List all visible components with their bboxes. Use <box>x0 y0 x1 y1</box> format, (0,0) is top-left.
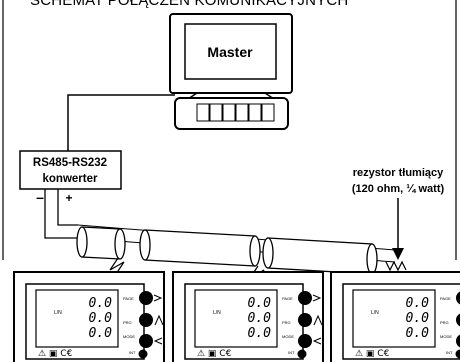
cable-shield-3 <box>262 237 378 275</box>
cable-shield-2 <box>139 229 261 267</box>
meter-reading: 0.0 <box>406 296 430 311</box>
key <box>196 103 210 122</box>
meter-display <box>194 289 278 348</box>
meter-button <box>139 313 153 327</box>
converter-label-2: konwerter <box>43 173 98 185</box>
converter-minus: – <box>36 189 44 205</box>
resistor-label-2: (120 ohm, ¼ watt) <box>352 183 445 195</box>
arrow-right-icon <box>312 294 322 302</box>
wire-plus <box>57 189 78 226</box>
converter-box: RS485-RS232 konwerter – + <box>19 150 122 205</box>
key <box>209 103 223 122</box>
arrow-up-icon <box>313 314 323 326</box>
key <box>222 103 236 122</box>
meter-mode-btn-label: MODE <box>282 334 294 339</box>
keyboard-keys <box>196 103 275 122</box>
meter-mode-label: L/N <box>371 310 379 316</box>
meter-button <box>298 334 312 348</box>
master-computer: Master <box>169 13 293 130</box>
resistor-symbol <box>385 260 407 272</box>
meter-reading: 0.0 <box>406 311 430 326</box>
arrow-left-icon <box>312 337 322 345</box>
meter-reading: 0.0 <box>248 296 272 311</box>
meter-reading: 0.0 <box>248 311 272 326</box>
meter-button <box>138 349 148 359</box>
key <box>248 103 262 122</box>
meter-prg-label: PRG <box>282 320 291 325</box>
arrow-right-icon <box>153 294 163 302</box>
master-label: Master <box>207 44 253 60</box>
meter-mode-btn-label: MODE <box>440 334 452 339</box>
meter-prg-label: PRG <box>123 320 132 325</box>
drop-meter-1 <box>109 257 125 275</box>
cable-shield-1 <box>76 226 126 260</box>
meter-button <box>298 313 312 327</box>
wire-minus <box>44 189 78 239</box>
meter-marks: ⚠ ▣ C€ <box>355 349 390 359</box>
meter-reading: 0.0 <box>248 326 272 341</box>
meter-int-label: INT <box>288 350 295 355</box>
monitor-screen <box>184 23 277 80</box>
meter-button <box>456 291 460 305</box>
meter-mode-label: L/N <box>213 310 221 316</box>
converter-label-1: RS485-RS232 <box>33 157 107 169</box>
diagram-title: SCHEMAT POŁĄCZEŃ KOMUNIKACYJNYCH <box>30 0 349 9</box>
meter-reading: 0.0 <box>406 326 430 341</box>
meter-int-label: INT <box>446 350 453 355</box>
meter-display <box>352 289 436 348</box>
arrow-up-icon <box>154 314 164 326</box>
meter-marks: ⚠ ▣ C€ <box>38 349 73 359</box>
meter-reading: 0.0 <box>89 311 113 326</box>
resistor-label-1: rezystor tłumiący <box>353 167 444 179</box>
meter-page-label: PAGE <box>123 296 134 301</box>
meter-button <box>298 291 312 305</box>
key <box>261 103 275 122</box>
meter-button <box>456 313 460 327</box>
meter-button <box>139 334 153 348</box>
meter-mode-btn-label: MODE <box>123 334 135 339</box>
meter-button <box>456 334 460 348</box>
converter-plus: + <box>65 191 72 205</box>
key <box>235 103 249 122</box>
meter-button <box>297 349 307 359</box>
meter-button <box>139 291 153 305</box>
meter-page-label: PAGE <box>282 296 293 301</box>
meter-display <box>35 289 119 348</box>
meter-page-label: PAGE <box>440 296 451 301</box>
resistor-arrow-head <box>392 248 404 260</box>
meter-reading: 0.0 <box>89 326 113 341</box>
meter-reading: 0.0 <box>89 296 113 311</box>
meter-mode-label: L/N <box>54 310 62 316</box>
arrow-left-icon <box>153 337 163 345</box>
termination-resistor: rezystor tłumiący (120 ohm, ¼ watt) <box>352 167 445 272</box>
meter-int-label: INT <box>129 350 136 355</box>
meter-marks: ⚠ ▣ C€ <box>197 349 232 359</box>
converter-rect <box>19 150 122 190</box>
meter-prg-label: PRG <box>440 320 449 325</box>
master-link-cable <box>67 94 175 151</box>
meter-button <box>455 349 460 359</box>
